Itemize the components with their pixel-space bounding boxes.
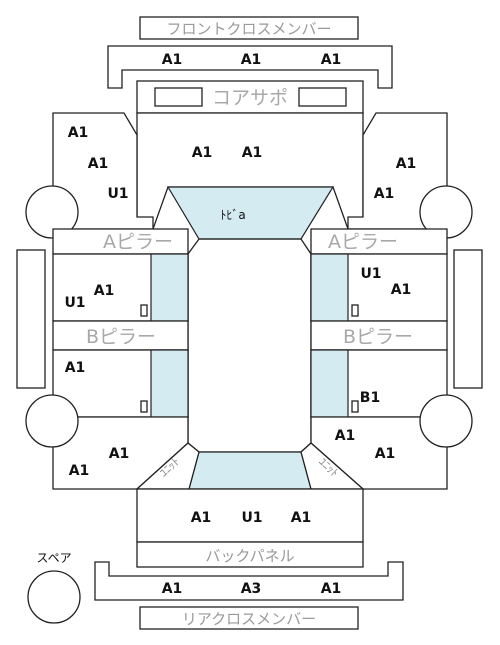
front-door-right-code-2: A1 [391,282,412,298]
rear-cross-member-label: リアクロスメンバー [182,610,316,628]
rear-right-door-glass [310,349,349,418]
front-cross-code-3: A1 [321,52,342,68]
trunk-lid [136,488,364,543]
front-left-wheel [25,185,79,239]
front-cross-code-2: A1 [241,52,262,68]
b-pillar-right-band [310,320,448,351]
front-cross-member-label: フロントクロスメンバー [166,20,331,38]
front-cross-member-bracket [107,45,393,89]
windshield [166,186,335,240]
hood-code-2: A1 [242,145,263,161]
rear-left-wheel [25,394,79,448]
roof-label: ﾄﾋﾞa [220,208,245,222]
back-panel-label: バックパネル [205,547,294,565]
front-door-left-code-2: U1 [64,295,85,311]
rear-left-code-2: A1 [69,463,90,479]
rear-right-wheel [419,394,473,448]
front-cross-member-box [139,16,359,40]
b-pillar-left-band [52,320,189,351]
rear-door-left-code: A1 [65,360,86,376]
cabin-floor [187,238,312,453]
left-side-skirt [16,249,46,389]
back-panel-box [136,541,364,568]
rear-left-door-handle [140,400,148,413]
a-pillar-left-label: Aピラー [103,231,173,253]
front-left-door-handle [140,304,148,317]
rear-cross-code-2: A3 [241,581,262,597]
rear-cross-member-bracket [94,561,404,601]
spare-label: スペア [36,551,71,565]
front-left-code-1: A1 [68,125,89,141]
front-left-door-glass [150,253,189,322]
rear-cross-member-box [139,606,359,630]
rear-left-code-1: A1 [109,446,130,462]
b-pillar-right-label: Bピラー [343,326,413,348]
trunk-code-1: A1 [191,510,212,526]
rear-left-door-glass [150,349,189,418]
front-door-right-code-1: U1 [360,266,381,282]
front-left-code-2: A1 [88,156,109,172]
trunk-code-2: U1 [241,510,262,526]
rear-door-right-code: B1 [360,390,380,406]
front-right-code-1: A1 [396,156,417,172]
right-side-skirt [453,249,483,389]
core-support-label: コアサポ [212,87,288,109]
rear-right-door-handle [351,400,359,413]
front-left-code-3: U1 [107,186,128,202]
trunk-code-3: A1 [291,510,312,526]
rear-window [188,451,312,490]
rear-cross-code-1: A1 [162,581,183,597]
front-right-door-handle [351,304,359,317]
front-door-left-code-1: A1 [94,283,115,299]
front-right-door-glass [310,253,349,322]
rear-right-code-2: A1 [375,446,396,462]
front-right-code-2: A1 [374,186,395,202]
rear-right-code-1: A1 [335,428,356,444]
front-cross-code-1: A1 [162,52,183,68]
a-pillar-right-label: Aピラー [328,231,398,253]
spare-tire [27,570,81,624]
core-support-right-slot [298,87,347,107]
b-pillar-left-label: Bピラー [86,326,156,348]
core-support-left-slot [154,87,203,107]
hood-code-1: A1 [192,145,213,161]
rear-cross-code-3: A1 [321,581,342,597]
